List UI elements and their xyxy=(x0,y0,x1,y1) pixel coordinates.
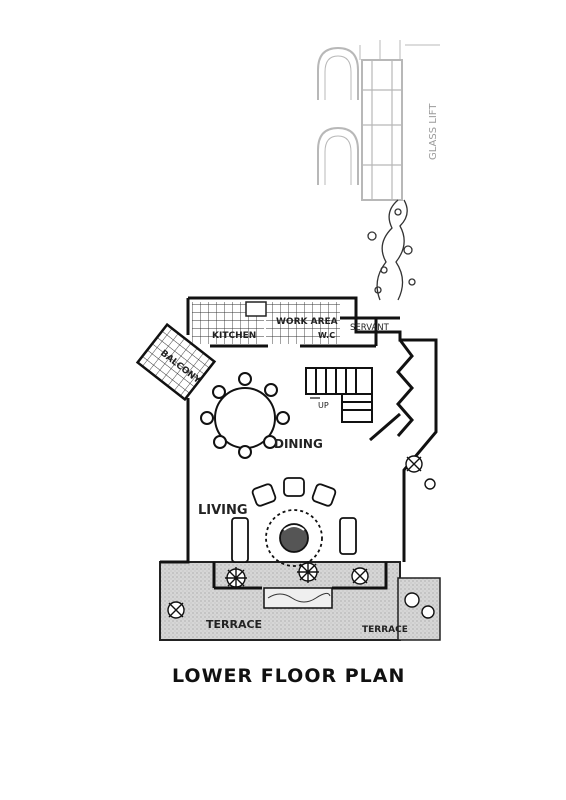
staircase xyxy=(305,367,401,442)
dining-set xyxy=(200,372,290,459)
stair-up-label: UP xyxy=(318,401,329,410)
plan-title: LOWER FLOOR PLAN xyxy=(172,665,405,687)
terrace-feature xyxy=(263,587,333,609)
servant-label: SERVANT xyxy=(350,323,390,333)
living-furniture xyxy=(231,477,357,567)
glass-lift-label: GLASS LIFT xyxy=(428,103,439,160)
kitchen-label: KITCHEN xyxy=(212,331,256,341)
dining-label: DINING xyxy=(274,437,323,451)
terrace-label-right: TERRACE xyxy=(362,625,408,635)
work-area-label: WORK AREA xyxy=(276,317,338,327)
plant-icon xyxy=(167,455,436,619)
wc-label: W.C xyxy=(318,331,335,340)
glass-lift xyxy=(317,40,440,201)
work-area xyxy=(266,302,340,344)
balcony-area xyxy=(135,322,217,402)
living-label: LIVING xyxy=(198,503,248,518)
terrace-label: TERRACE xyxy=(206,618,262,631)
plant-vine-icon xyxy=(367,199,416,301)
